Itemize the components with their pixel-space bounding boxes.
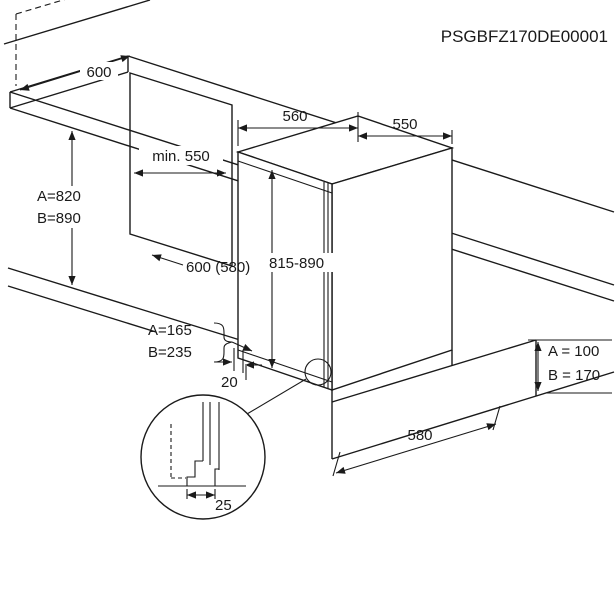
wall-edge-line	[3, 0, 151, 45]
foot-shape	[186, 460, 219, 487]
label-halo	[139, 146, 223, 165]
niche-back-panel	[129, 72, 233, 267]
floor-front-edge	[331, 371, 615, 460]
label-halo	[34, 186, 94, 228]
dim-appliance-width: 550	[358, 116, 453, 144]
dim-appliance-depth: 560	[237, 108, 359, 146]
plinth-recess-b-label: B=235	[148, 344, 192, 361]
dim-line	[335, 423, 497, 474]
dim-plinth-recess: A=165 B=235	[148, 322, 253, 363]
hidden-lines	[3, 0, 151, 86]
hidden-top-line	[15, 0, 65, 15]
niche-height-b-label: B=890	[37, 210, 81, 227]
appliance-depth-label: 560	[282, 108, 307, 125]
worktop-depth-label: 600	[86, 64, 111, 81]
floor-left	[7, 267, 241, 341]
detail-marker-circle	[304, 358, 332, 386]
plinth-recess-edge	[331, 339, 537, 403]
dim-floor-depth: 580	[332, 405, 501, 477]
foot-detail: 25	[140, 394, 266, 520]
appliance-height-label: 815-890	[269, 255, 324, 272]
dim-plinth-height: A = 100 B = 170	[528, 339, 612, 394]
plinth-recess-a-label: A=165	[148, 322, 192, 339]
model-code-label: PSGBFZ170DE00001	[441, 27, 608, 46]
appliance	[235, 115, 455, 459]
detail-leader-line	[246, 378, 307, 415]
dim-line	[19, 55, 131, 91]
niche-min-depth-label: min. 550	[152, 148, 210, 165]
leader-line	[231, 341, 253, 352]
brace	[213, 322, 233, 363]
dim-niche-floor-depth: 600 (580)	[151, 254, 250, 276]
niche-floor-depth-label: 600 (580)	[186, 259, 250, 276]
leader-line	[151, 254, 184, 266]
niche-height-a-label: A=820	[37, 188, 81, 205]
dim-worktop-depth: 600	[19, 55, 131, 91]
foot-offset-label: 25	[215, 497, 232, 514]
floor-depth-label: 580	[407, 427, 432, 444]
door-top-gap-line	[237, 160, 333, 194]
recess-depth-label: 20	[221, 374, 238, 391]
label-halo	[265, 253, 333, 272]
niche	[129, 72, 233, 267]
plinth-height-a-label: A = 100	[548, 343, 599, 360]
dim-recess-depth: 20	[215, 348, 262, 391]
door-bottom-gap-line	[237, 349, 333, 383]
dim-niche-min-depth: min. 550	[134, 146, 226, 177]
dim-appliance-height: 815-890	[265, 170, 333, 368]
left-plinth-edge	[7, 285, 157, 333]
appliance-side-face	[331, 147, 453, 391]
label-halo	[80, 62, 118, 80]
niche-floor-edge	[7, 267, 241, 341]
appliance-width-label: 550	[392, 116, 417, 133]
dim-niche-height: A=820 B=890	[34, 131, 94, 285]
plinth-height-b-label: B = 170	[548, 367, 600, 384]
detail-callout	[246, 358, 332, 415]
